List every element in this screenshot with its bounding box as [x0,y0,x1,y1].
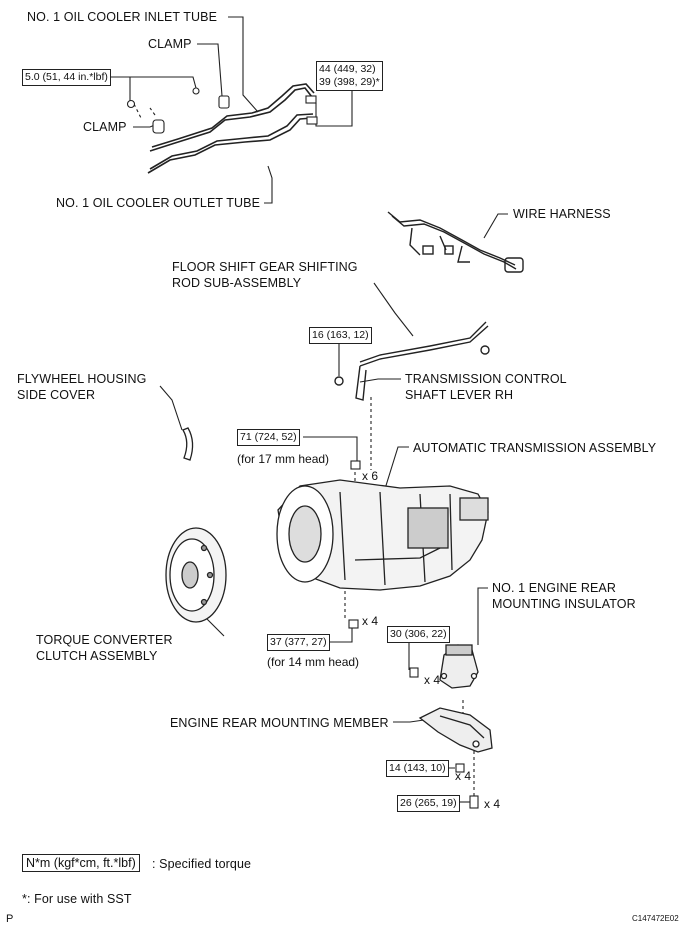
torque-head14: 37 (377, 27) [267,634,330,651]
footer-left-mark: P [6,913,14,925]
wire-harness-shape [387,211,524,273]
label-tcs-lever-line2: SHAFT LEVER RH [405,388,514,402]
torque-head17: 71 (724, 52) [237,429,300,446]
rear-member-shape [418,707,493,753]
torque-clamp-bolt: 5.0 (51, 44 in.*lbf) [22,69,111,86]
mult-head17: x 6 [362,469,379,483]
clamp-parts [126,87,318,134]
label-clamp-upper: CLAMP [148,37,192,51]
legend-sst-note: *: For use with SST [22,892,132,906]
torque-member-nut: 14 (143, 10) [386,760,449,777]
leader-tube-nuts [315,89,353,127]
label-torque-conv-line2: CLUTCH ASSEMBLY [36,649,158,663]
torque-converter-shape [165,527,227,623]
label-rear-member: ENGINE REAR MOUNTING MEMBER [170,716,389,730]
label-outlet-tube: NO. 1 OIL COOLER OUTLET TUBE [56,196,261,210]
leader-head14 [326,628,353,643]
label-auto-trans: AUTOMATIC TRANSMISSION ASSEMBLY [413,441,657,455]
leader-clamp-bolt [96,76,197,89]
note-head17: (for 17 mm head) [237,452,330,466]
mult-head14: x 4 [362,614,379,628]
label-rear-insulator-line1: NO. 1 ENGINE REAR [492,581,616,595]
oil-cooler-inlet-tube [149,83,315,152]
rear-insulator-shape [439,644,479,689]
label-flywheel-line1: FLYWHEEL HOUSING [17,372,147,386]
mult-insulator: x 4 [424,673,441,687]
legend-unit-box: N*m (kgf*cm, ft.*lbf) [22,854,140,872]
flywheel-cover-shape [182,427,194,461]
leader-tcs-lever [359,378,401,383]
mult-member-nut: x 4 [455,769,472,783]
leader-flywheel [159,385,183,431]
label-floor-shift-line1: FLOOR SHIFT GEAR SHIFTING [172,260,358,274]
torque-insulator-bolt: 30 (306, 22) [387,626,450,643]
oil-cooler-outlet-tube [147,113,314,174]
leader-floor-shift [373,282,414,337]
leader-outlet-tube [264,165,273,204]
label-floor-shift-line2: ROD SUB-ASSEMBLY [172,276,302,290]
shift-rod-shape [334,321,490,401]
torque-tube-nuts: 44 (449, 32) 39 (398, 29)* [316,61,383,91]
torque-tube-nut-1: 44 (449, 32) [319,63,376,75]
leader-wire-harness [483,213,508,239]
leader-insulator [477,587,488,645]
torque-tube-nut-2: 39 (398, 29)* [319,76,380,88]
leader-member [393,719,425,723]
label-inlet-tube: NO. 1 OIL COOLER INLET TUBE [27,10,218,24]
torque-shift-rod-nut: 16 (163, 12) [309,327,372,344]
note-head14: (for 14 mm head) [267,655,360,669]
label-torque-conv-line1: TORQUE CONVERTER [36,633,173,647]
figure-code: C147472E02 [632,914,679,923]
legend-unit-text: : Specified torque [152,857,252,871]
label-rear-insulator-line2: MOUNTING INSULATOR [492,597,636,611]
leader-auto-trans [383,446,409,493]
label-flywheel-line2: SIDE COVER [17,388,96,402]
leader-inlet-tube [228,16,259,113]
transmission-body [276,479,489,591]
mult-member-bolt: x 4 [484,797,501,811]
torque-member-bolt: 26 (265, 19) [397,795,460,812]
leader-clamp-upper [197,43,223,97]
label-tcs-lever-line1: TRANSMISSION CONTROL [405,372,567,386]
label-wire-harness: WIRE HARNESS [513,207,611,221]
leader-head17 [303,436,358,463]
label-clamp-lower: CLAMP [83,120,127,134]
